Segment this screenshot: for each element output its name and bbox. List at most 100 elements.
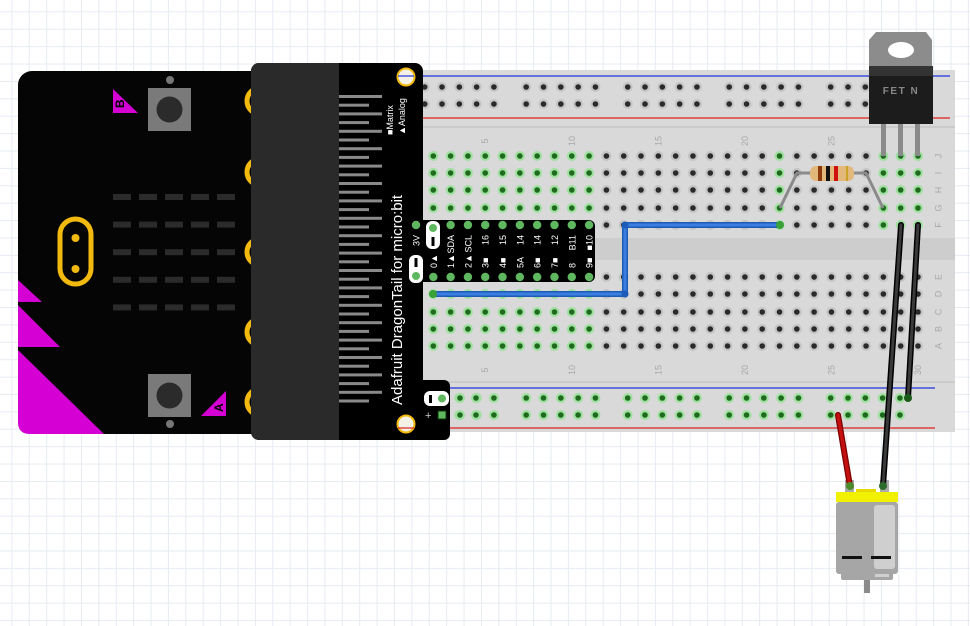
hole-connected[interactable] xyxy=(622,393,633,403)
hole-connected[interactable] xyxy=(758,410,769,420)
hole-connected[interactable] xyxy=(776,393,787,403)
hole[interactable] xyxy=(809,203,820,213)
hole-connected[interactable] xyxy=(532,324,543,334)
hole-connected[interactable] xyxy=(497,203,508,213)
hole-connected[interactable] xyxy=(878,168,889,178)
hole-connected[interactable] xyxy=(825,393,836,403)
hole[interactable] xyxy=(670,168,681,178)
hole[interactable] xyxy=(758,99,769,109)
hole[interactable] xyxy=(653,307,664,317)
hole[interactable] xyxy=(653,341,664,351)
hole-connected[interactable] xyxy=(590,410,601,420)
hole-connected[interactable] xyxy=(724,393,735,403)
hole-connected[interactable] xyxy=(514,168,525,178)
hole[interactable] xyxy=(618,341,629,351)
hole[interactable] xyxy=(793,99,804,109)
hole-connected[interactable] xyxy=(640,393,651,403)
hole[interactable] xyxy=(843,272,854,282)
hole[interactable] xyxy=(674,99,685,109)
hole[interactable] xyxy=(774,324,785,334)
hole[interactable] xyxy=(861,151,872,161)
hole[interactable] xyxy=(471,82,482,92)
hole[interactable] xyxy=(739,341,750,351)
hole-connected[interactable] xyxy=(462,324,473,334)
hole-connected[interactable] xyxy=(724,410,735,420)
hole-connected[interactable] xyxy=(462,168,473,178)
hole-connected[interactable] xyxy=(471,410,481,420)
hole-connected[interactable] xyxy=(455,410,465,420)
hole-connected[interactable] xyxy=(895,185,906,195)
hole-connected[interactable] xyxy=(584,151,595,161)
hole[interactable] xyxy=(861,307,872,317)
hole[interactable] xyxy=(471,99,482,109)
hole[interactable] xyxy=(809,289,820,299)
hole-connected[interactable] xyxy=(793,393,804,403)
hole[interactable] xyxy=(826,151,837,161)
hole-connected[interactable] xyxy=(488,410,499,420)
hole-connected[interactable] xyxy=(497,168,508,178)
hole[interactable] xyxy=(741,82,752,92)
hole[interactable] xyxy=(791,185,802,195)
hole[interactable] xyxy=(601,272,612,282)
hole-connected[interactable] xyxy=(657,410,668,420)
hole[interactable] xyxy=(757,272,768,282)
hole[interactable] xyxy=(757,185,768,195)
hole[interactable] xyxy=(774,307,785,317)
hole[interactable] xyxy=(670,289,681,299)
hole[interactable] xyxy=(861,185,872,195)
hole[interactable] xyxy=(809,151,820,161)
hole[interactable] xyxy=(687,324,698,334)
hole[interactable] xyxy=(653,289,664,299)
hole-connected[interactable] xyxy=(514,185,525,195)
hole[interactable] xyxy=(722,272,733,282)
hole-connected[interactable] xyxy=(894,410,905,420)
hole-connected[interactable] xyxy=(514,151,525,161)
hole-connected[interactable] xyxy=(480,185,491,195)
hole[interactable] xyxy=(555,82,566,92)
hole[interactable] xyxy=(521,99,532,109)
hole-connected[interactable] xyxy=(860,410,871,420)
hole[interactable] xyxy=(691,82,702,92)
hole[interactable] xyxy=(687,151,698,161)
hole-connected[interactable] xyxy=(445,307,456,317)
hole-connected[interactable] xyxy=(549,341,560,351)
hole[interactable] xyxy=(590,82,601,92)
hole-connected[interactable] xyxy=(860,393,871,403)
hole-connected[interactable] xyxy=(555,393,566,403)
hole-connected[interactable] xyxy=(497,324,508,334)
hole-connected[interactable] xyxy=(774,168,785,178)
hole-connected[interactable] xyxy=(514,341,525,351)
hole[interactable] xyxy=(843,341,854,351)
hole[interactable] xyxy=(826,341,837,351)
hole[interactable] xyxy=(722,168,733,178)
hole[interactable] xyxy=(739,168,750,178)
hole-connected[interactable] xyxy=(584,307,595,317)
hole[interactable] xyxy=(739,324,750,334)
hole[interactable] xyxy=(791,307,802,317)
hole[interactable] xyxy=(653,324,664,334)
hole-connected[interactable] xyxy=(674,410,685,420)
hole[interactable] xyxy=(538,82,549,92)
hole[interactable] xyxy=(636,151,647,161)
hole-connected[interactable] xyxy=(428,168,439,178)
hole[interactable] xyxy=(687,203,698,213)
hole[interactable] xyxy=(618,151,629,161)
hole[interactable] xyxy=(809,341,820,351)
hole[interactable] xyxy=(636,324,647,334)
hole[interactable] xyxy=(878,341,889,351)
hole-connected[interactable] xyxy=(445,185,456,195)
hole[interactable] xyxy=(774,272,785,282)
hole[interactable] xyxy=(757,151,768,161)
hole-connected[interactable] xyxy=(774,185,785,195)
hole-connected[interactable] xyxy=(549,151,560,161)
hole-connected[interactable] xyxy=(549,324,560,334)
hole-connected[interactable] xyxy=(573,393,584,403)
hole[interactable] xyxy=(618,203,629,213)
hole[interactable] xyxy=(437,99,448,109)
hole[interactable] xyxy=(826,272,837,282)
hole[interactable] xyxy=(843,99,854,109)
hole[interactable] xyxy=(825,99,836,109)
hole[interactable] xyxy=(454,82,465,92)
hole-connected[interactable] xyxy=(445,324,456,334)
hole[interactable] xyxy=(843,82,854,92)
